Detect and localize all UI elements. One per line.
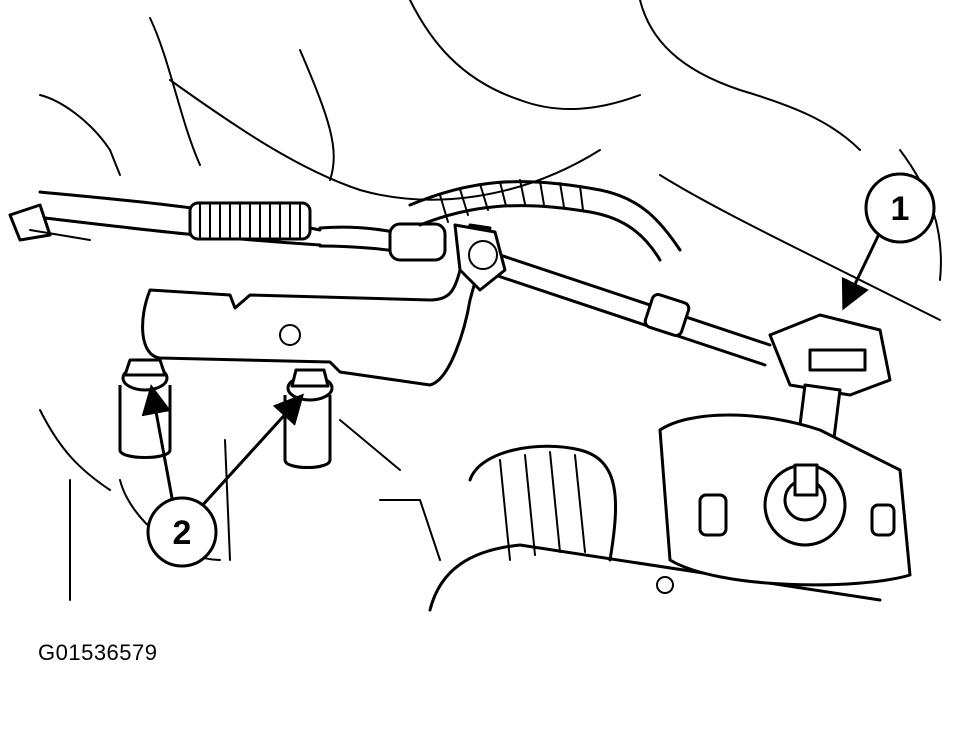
callout-2-label: 2 — [173, 514, 192, 552]
callout-2-arrow-right — [198, 393, 305, 510]
callout-2: 2 — [146, 496, 218, 568]
bolt-head — [290, 368, 330, 388]
vehicle-underbody-outline — [29, 0, 942, 321]
cable-sleeve — [643, 293, 691, 337]
cable-end-fitting — [388, 222, 447, 262]
shift-cable — [8, 190, 772, 367]
callout-1-label: 1 — [891, 190, 910, 228]
transmission-case-outline — [39, 409, 882, 612]
cable-bracket — [141, 223, 507, 387]
callout-1-arrow — [841, 230, 882, 311]
callout-arrows — [141, 230, 882, 510]
wiring-harness — [408, 179, 682, 262]
figure-id-label: G01536579 — [38, 640, 158, 665]
cable-clip — [453, 223, 507, 292]
callout-2-arrow-left — [141, 384, 174, 500]
exploded-view-drawing: 1 2 — [8, 0, 942, 612]
callout-1: 1 — [864, 172, 936, 244]
bolt-head — [123, 358, 167, 377]
shift-lever-assembly — [656, 313, 912, 594]
